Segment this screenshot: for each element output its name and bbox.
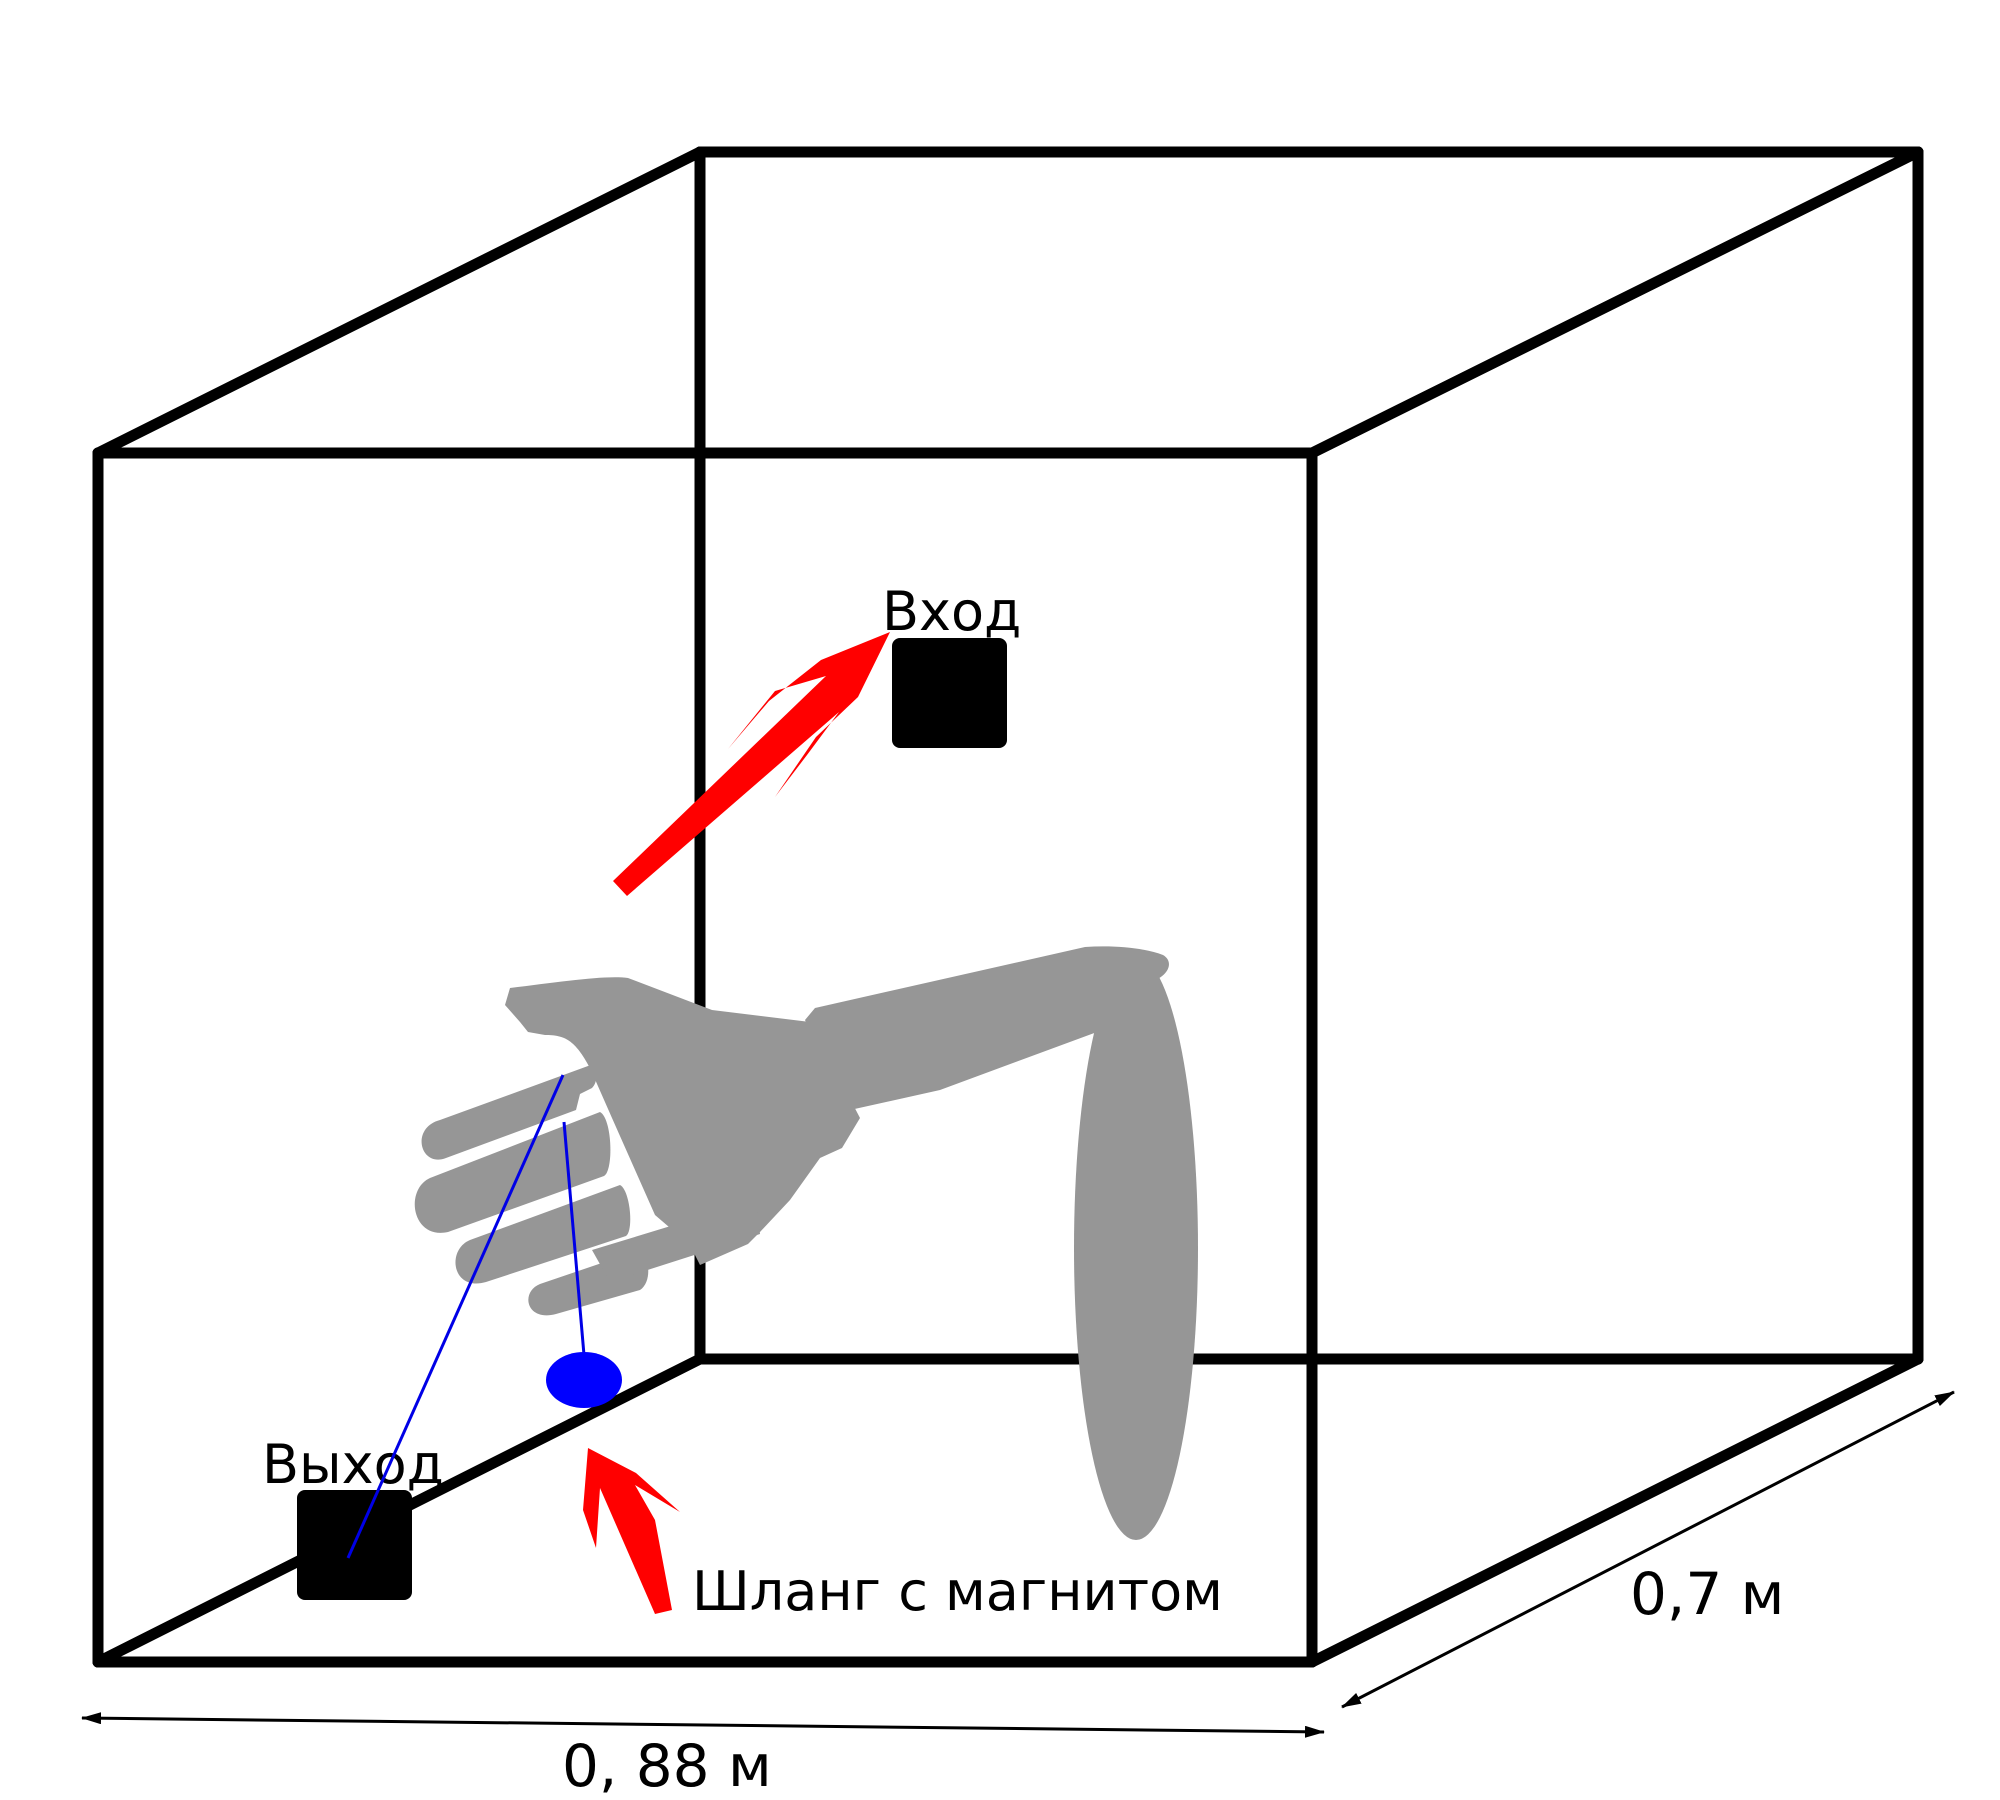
magnet-icon [546,1352,622,1408]
hand-icon [414,946,1198,1540]
hose-line [346,1074,565,1559]
exit-label: Выход [262,1433,444,1496]
box-front-face [92,447,1318,1668]
depth-label: 0,7 м [1630,1560,1784,1628]
entrance-port-icon [892,638,1007,748]
magnet-arrow-icon [583,1448,680,1614]
magnet-string [562,1121,586,1356]
width-dimension-arrow [81,1712,1325,1738]
depth-dimension-arrow [1341,1390,1955,1709]
entrance-label: Вход [882,580,1021,643]
entrance-arrow-icon [613,632,890,896]
hose-label: Шланг с магнитом [692,1560,1223,1623]
width-label: 0, 88 м [562,1732,772,1800]
